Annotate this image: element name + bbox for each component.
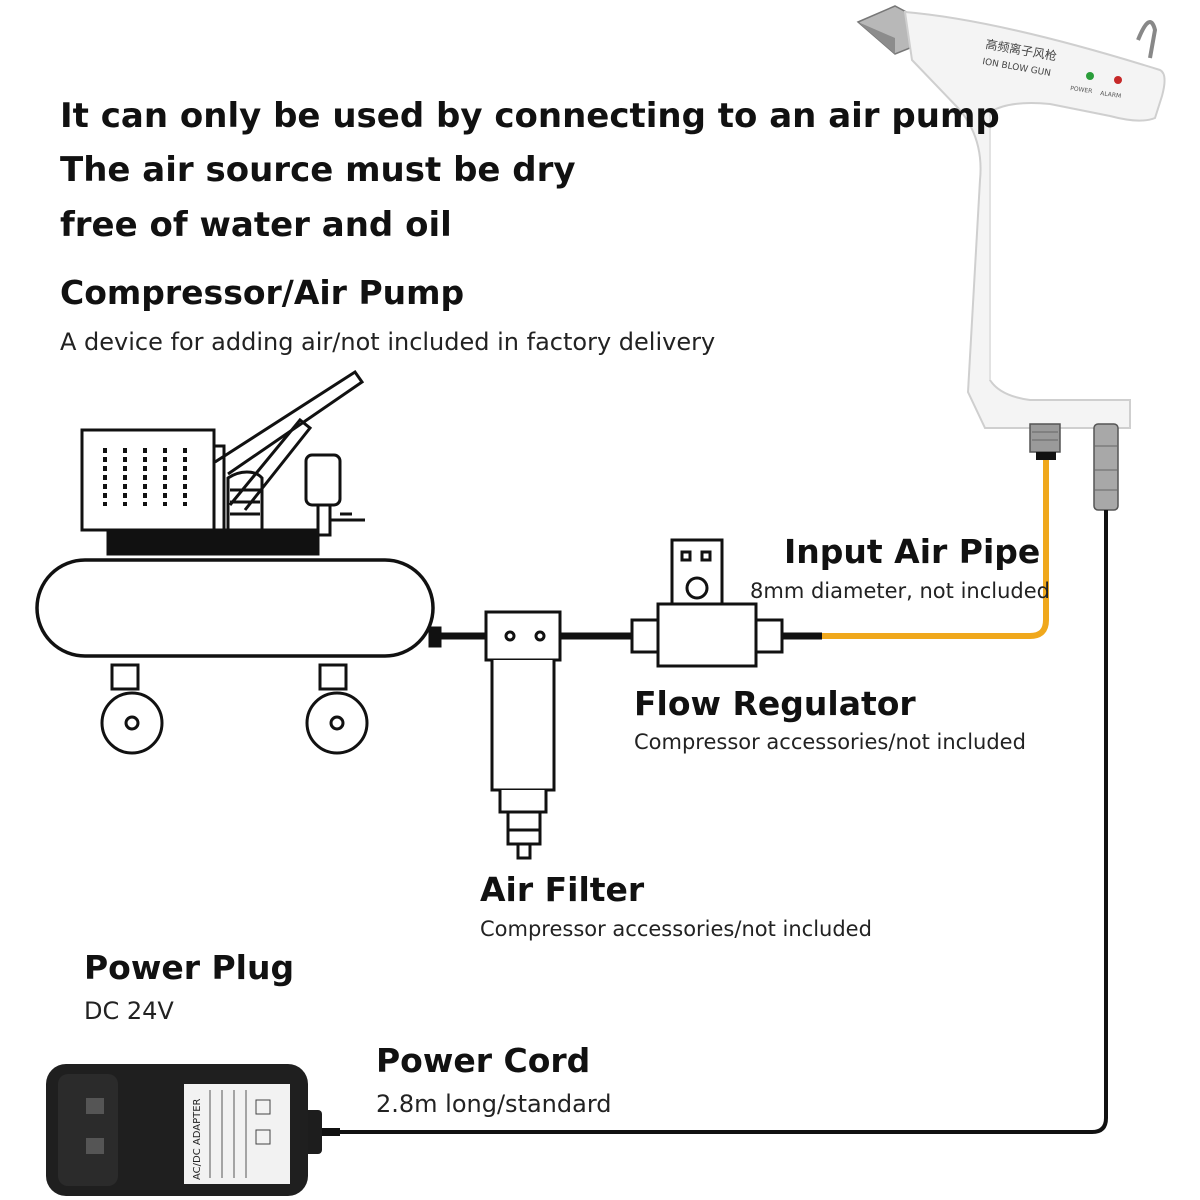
adapter-label: AC/DC ADAPTER [192, 1098, 203, 1180]
notice-line-1: It can only be used by connecting to an … [60, 96, 1000, 136]
power-cord [300, 510, 1108, 1134]
input-air-pipe-title: Input Air Pipe [784, 532, 1041, 571]
compressor-subtitle: A device for adding air/not included in … [60, 328, 716, 356]
gun-power-label: POWER [1070, 85, 1093, 95]
power-cord-subtitle: 2.8m long/standard [376, 1090, 612, 1118]
input-air-pipe-subtitle: 8mm diameter, not included [750, 579, 1050, 603]
compressor-title: Compressor/Air Pump [60, 273, 465, 312]
air-filter-illustration [484, 610, 562, 860]
air-filter-title: Air Filter [480, 870, 645, 909]
notice-line-2: The air source must be dry [60, 150, 576, 190]
flow-regulator-title: Flow Regulator [634, 684, 916, 723]
notice-line-3: free of water and oil [60, 205, 452, 245]
power-adapter: AC/DC ADAPTER [46, 1064, 340, 1196]
ion-blow-gun: 高频离子风枪 ION BLOW GUN POWER ALARM [856, 5, 1166, 511]
motor-vents [103, 448, 187, 506]
input-air-pipe [782, 455, 1049, 639]
power-cord-title: Power Cord [376, 1041, 591, 1080]
power-plug-subtitle: DC 24V [84, 997, 174, 1025]
power-plug-title: Power Plug [84, 948, 295, 987]
flow-regulator-subtitle: Compressor accessories/not included [634, 730, 1026, 754]
air-filter-subtitle: Compressor accessories/not included [480, 917, 872, 941]
gun-alarm-label: ALARM [1100, 90, 1122, 100]
compressor-illustration [35, 369, 442, 755]
flow-regulator-illustration [630, 538, 784, 668]
